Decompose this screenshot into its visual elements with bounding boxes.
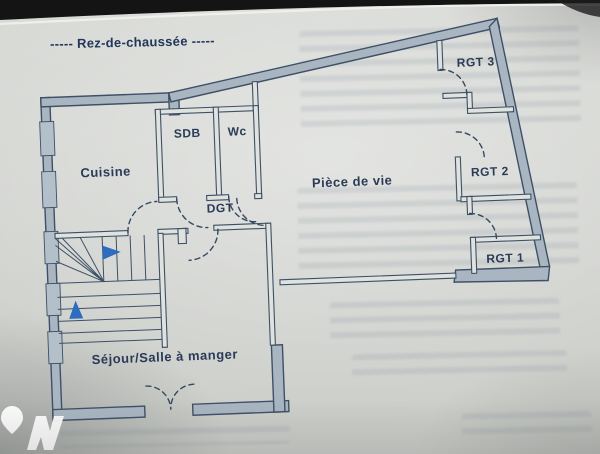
window-icon [41, 170, 58, 209]
photo-corner-shadow [556, 0, 600, 17]
interior-wall [466, 195, 474, 216]
window-icon [45, 282, 62, 317]
door-arc-cuisine [127, 200, 158, 234]
interior-wall [177, 227, 188, 245]
interior-wall [436, 39, 444, 72]
exterior-wall-wing-bottom [453, 265, 551, 283]
door-arc-french-right [170, 383, 195, 410]
photo-top-shadow [0, 0, 600, 20]
interior-wall [154, 108, 165, 202]
interior-wall [54, 230, 129, 239]
exterior-wall-bottom-left [51, 405, 146, 422]
door-arc-sejour [188, 228, 219, 261]
exterior-wall-sejour-right [270, 344, 286, 413]
exterior-wall-slanted-top [167, 17, 501, 103]
interior-wall [466, 106, 515, 115]
room-labels: Cuisine SDB Wc DGT Pièce de vie RGT 3 RG… [80, 54, 524, 367]
interior-wall [469, 234, 542, 244]
interior-wall [158, 196, 178, 203]
room-label-rgt2: RGT 2 [471, 164, 509, 179]
interior-wall [212, 106, 223, 200]
window-icon [39, 120, 56, 157]
stair-winder-fan [54, 237, 105, 283]
room-label-dgt: DGT [206, 201, 234, 216]
room-label-piece-de-vie: Pièce de vie [312, 172, 393, 190]
room-label-rgt1: RGT 1 [486, 250, 524, 265]
interior-wall [265, 222, 276, 346]
watermark-w-logo-icon [1, 406, 64, 450]
interior-wall [279, 272, 457, 286]
interior-wall [157, 232, 168, 348]
interior-wall [454, 156, 463, 202]
interior-wall [252, 104, 263, 199]
room-label-cuisine: Cuisine [80, 163, 131, 180]
stair-treads-upper [101, 234, 147, 282]
interior-wall [469, 236, 478, 275]
exterior-wall-right [488, 16, 551, 272]
exterior-wall-kitchen-top [40, 92, 174, 108]
window-openings [39, 120, 64, 365]
room-label-rgt3: RGT 3 [457, 54, 495, 69]
interior-walls [54, 39, 542, 348]
interior-wall [460, 193, 532, 203]
door-arc-rgt2 [455, 131, 486, 159]
interior-wall [254, 192, 263, 200]
interior-wall [206, 194, 230, 202]
staircase [54, 234, 163, 344]
stair-treads-lower [56, 278, 163, 344]
door-arcs [127, 68, 498, 410]
stair-arrow-up-icon [69, 300, 84, 319]
photo-top-edge [0, 0, 600, 26]
door-arc-sdb [176, 198, 209, 229]
door-arc-french-left [145, 385, 172, 410]
window-icon [47, 330, 64, 365]
room-label-wc: Wc [227, 124, 247, 139]
room-label-sdb: SDB [174, 126, 201, 141]
room-label-sejour: Séjour/Salle à manger [91, 346, 238, 367]
exterior-walls [40, 16, 551, 422]
watermark-drop-icon [1, 406, 23, 434]
watermark-w-icon [27, 416, 64, 450]
door-arc-piece-de-vie [236, 197, 267, 227]
door-arc-rgt3 [439, 68, 468, 96]
door-arc-rgt1 [468, 212, 498, 240]
stair-arrow-right-icon [102, 245, 121, 260]
exterior-wall-bottom-right [191, 399, 290, 416]
paper-edge-highlight [0, 3, 600, 26]
